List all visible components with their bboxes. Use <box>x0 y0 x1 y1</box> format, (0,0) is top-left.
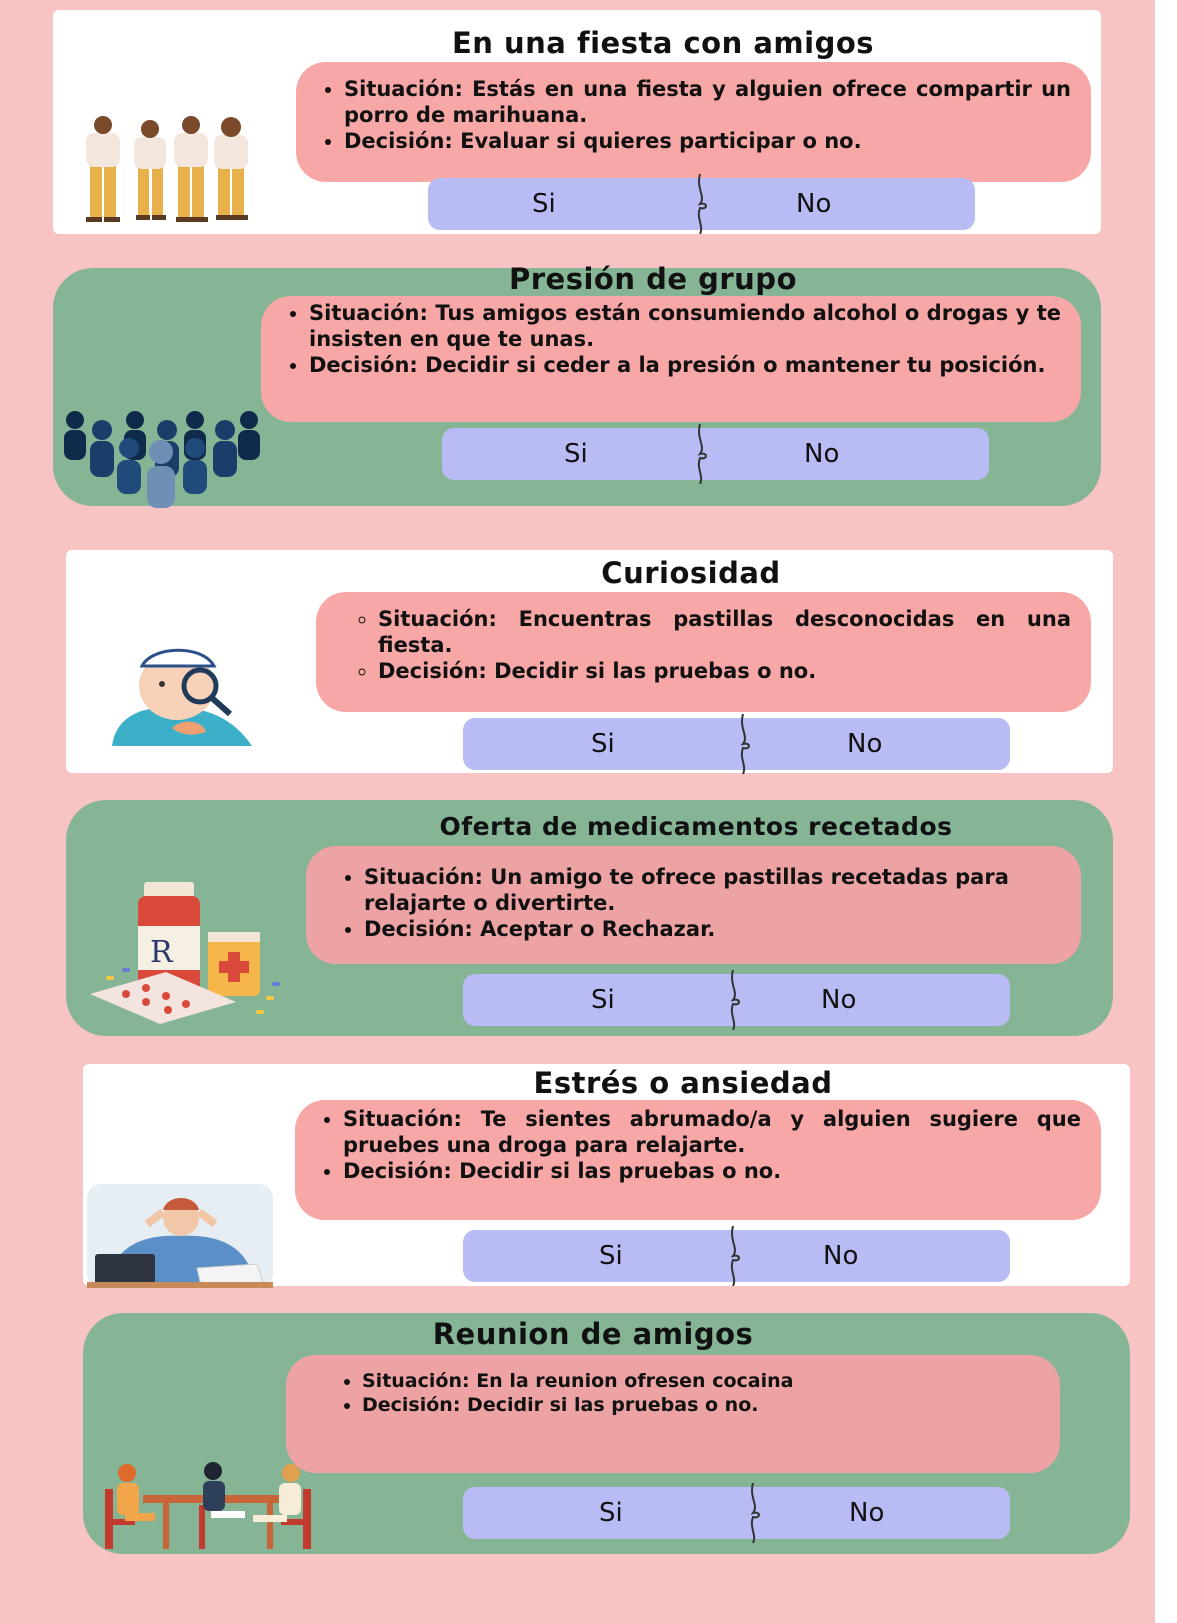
decision-text: Decisión: Decidir si las pruebas o no. <box>362 1393 1040 1417</box>
prescription-pills-icon: R <box>90 882 280 1024</box>
decision-text: Decisión: Aceptar o Rechazar. <box>364 916 1061 942</box>
situation-box: Situación: Te sientes abrumado/a y algui… <box>295 1100 1101 1220</box>
no-option[interactable]: No <box>821 985 857 1015</box>
card-presion-grupo: Presión de grupo Situación: Tus amigos e… <box>53 262 1101 508</box>
situation-box: Situación: Encuentras pastillas desconoc… <box>316 592 1091 712</box>
no-option[interactable]: No <box>804 439 840 469</box>
situation-text: Situación: Encuentras pastillas desconoc… <box>378 606 1071 658</box>
yes-option[interactable]: Si <box>564 439 588 469</box>
card-curiosidad: Curiosidad Situación: Encuentras pastill… <box>66 550 1113 774</box>
yes-option[interactable]: Si <box>599 1498 623 1528</box>
split-divider-icon <box>697 174 707 234</box>
page-edge <box>1155 0 1177 1623</box>
card-title: En una fiesta con amigos <box>451 26 875 60</box>
situation-text: Situación: Tus amigos están consumiendo … <box>309 300 1061 352</box>
yes-option[interactable]: Si <box>532 189 556 219</box>
stressed-person-icon <box>87 1184 273 1288</box>
decision-text: Decisión: Decidir si las pruebas o no. <box>343 1158 1081 1184</box>
split-divider-icon <box>730 1226 740 1286</box>
decision-text: Decisión: Decidir si las pruebas o no. <box>378 658 1071 684</box>
situation-box: Situación: Estás en una fiesta y alguien… <box>296 62 1091 182</box>
card-medicamentos-recetados: Oferta de medicamentos recetados Situaci… <box>66 800 1113 1036</box>
card-estres-ansiedad: Estrés o ansiedad Situación: Te sientes … <box>83 1064 1130 1288</box>
decision-text: Decisión: Decidir si ceder a la presión … <box>309 352 1061 378</box>
yes-option[interactable]: Si <box>591 985 615 1015</box>
split-divider-icon <box>750 1483 760 1543</box>
group-of-friends-icon <box>86 116 248 222</box>
decision-text: Decisión: Evaluar si quieres participar … <box>344 128 1071 154</box>
svg-text:R: R <box>150 935 174 970</box>
yes-option[interactable]: Si <box>599 1241 623 1271</box>
card-fiesta-amigos: En una fiesta con amigos Situación: Está… <box>53 10 1101 234</box>
situation-text: Situación: Un amigo te ofrece pastillas … <box>364 864 1061 916</box>
choice-bar: Si No <box>463 970 1010 1030</box>
situation-text: Situación: En la reunion ofresen cocaina <box>362 1369 1040 1393</box>
yes-option[interactable]: Si <box>591 729 615 759</box>
choice-bar: Si No <box>463 1483 1010 1543</box>
split-divider-icon <box>697 424 707 484</box>
card-title: Estrés o ansiedad <box>533 1066 833 1100</box>
no-option[interactable]: No <box>823 1241 859 1271</box>
situation-text: Situación: Te sientes abrumado/a y algui… <box>343 1106 1081 1158</box>
situation-box: Situación: Un amigo te ofrece pastillas … <box>306 846 1081 964</box>
no-option[interactable]: No <box>849 1498 885 1528</box>
choice-bar: Si No <box>463 1226 1010 1286</box>
situation-text: Situación: Estás en una fiesta y alguien… <box>344 76 1071 128</box>
crowd-silhouettes-icon <box>64 411 260 508</box>
card-title: Reunion de amigos <box>432 1317 754 1351</box>
card-title: Curiosidad <box>601 556 781 590</box>
split-divider-icon <box>740 714 750 774</box>
card-reunion-amigos: Reunion de amigos Situación: En la reuni… <box>83 1313 1130 1554</box>
choice-bar: Si No <box>463 714 1010 774</box>
friends-at-table-icon <box>105 1462 311 1549</box>
card-title: Presión de grupo <box>508 262 797 296</box>
split-divider-icon <box>730 970 740 1030</box>
choice-bar: Si No <box>428 174 975 234</box>
card-title: Oferta de medicamentos recetados <box>439 812 953 841</box>
situation-box: Situación: Tus amigos están consumiendo … <box>261 296 1081 422</box>
situation-box: Situación: En la reunion ofresen cocaina… <box>286 1355 1060 1473</box>
no-option[interactable]: No <box>847 729 883 759</box>
choice-bar: Si No <box>442 424 989 484</box>
curious-person-magnifier-icon <box>112 648 252 746</box>
no-option[interactable]: No <box>796 189 832 219</box>
